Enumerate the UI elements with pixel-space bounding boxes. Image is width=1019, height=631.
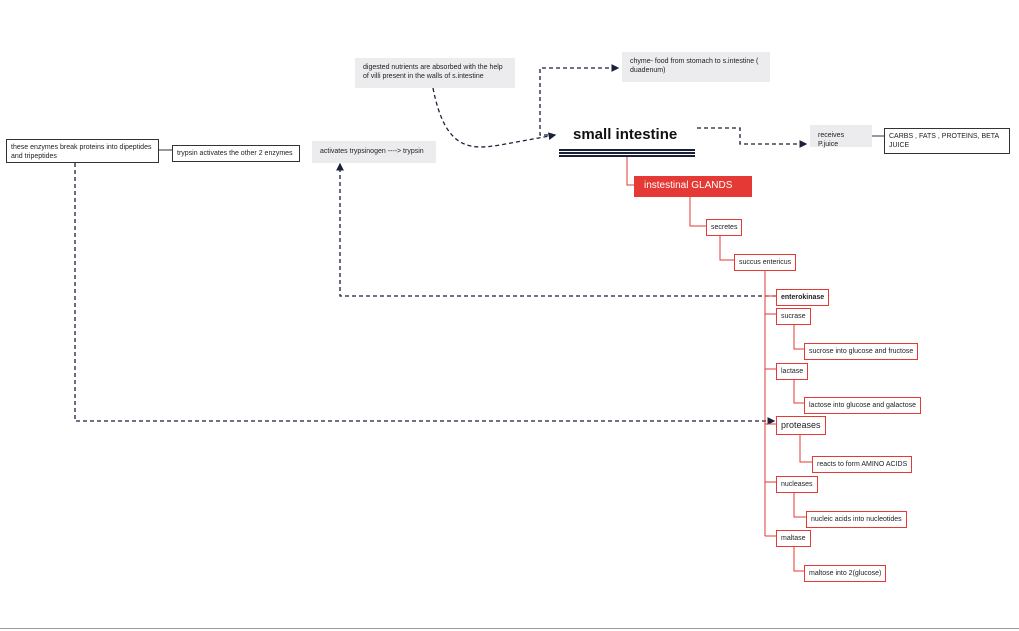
enzyme-detail: maltose into 2(glucose) — [809, 570, 882, 577]
node-detail-sucrase[interactable]: sucrose into glucose and fructose — [804, 343, 919, 360]
central-topic-small-intestine[interactable]: small intestine — [573, 126, 677, 144]
node-enzyme-lactase[interactable]: lactase — [776, 363, 809, 380]
node-detail-proteases[interactable]: reacts to form AMINO ACIDS — [812, 456, 913, 473]
node-intestinal-glands-label: instestinal GLANDS — [644, 180, 733, 191]
node-enzyme-sucrase[interactable]: sucrase — [776, 308, 811, 325]
node-succus-entericus[interactable]: succus entericus — [734, 254, 797, 271]
node-secretes-label: secretes — [711, 224, 738, 231]
connector-title-to-glands — [626, 157, 634, 186]
node-enzyme-maltase[interactable]: maltase — [776, 530, 811, 547]
connector-secretes-to-succus — [719, 235, 734, 261]
node-enzyme-enterokinase[interactable]: enterokinase — [776, 289, 830, 306]
enzyme-detail: nucleic acids into nucleotides — [811, 516, 902, 523]
connector-glands-to-secretes — [689, 197, 706, 227]
enzyme-name: proteases — [781, 420, 821, 430]
node-enzyme-proteases[interactable]: proteases — [776, 416, 826, 435]
connector-title-to-chyme — [539, 64, 620, 136]
node-juice-contents[interactable]: CARBS , FATS , PROTEINS, BETA JUICE — [884, 128, 1010, 154]
connector-break-to-proteases — [74, 163, 776, 425]
central-topic-label: small intestine — [573, 126, 678, 143]
enzyme-detail: reacts to form AMINO ACIDS — [817, 461, 908, 468]
note-chyme-text: chyme- food from stomach to s.intestine … — [630, 58, 759, 74]
enzyme-name: maltase — [781, 535, 806, 542]
connector-enterokinase-to-trypsinogen — [336, 162, 776, 297]
node-enzyme-nucleases[interactable]: nucleases — [776, 476, 818, 493]
node-trypsin-activates[interactable]: trypsin activates the other 2 enzymes — [172, 145, 300, 162]
note-chyme[interactable]: chyme- food from stomach to s.intestine … — [622, 52, 770, 82]
connector-title-to-receives — [697, 127, 808, 148]
enzyme-name: sucrase — [781, 313, 806, 320]
node-trypsin-activates-label: trypsin activates the other 2 enzymes — [177, 150, 293, 157]
node-receives-label: receives P.juice — [818, 132, 845, 148]
connector-digested-to-title — [432, 87, 557, 148]
node-activates-trypsinogen[interactable]: activates trypsinogen ----> trypsin — [312, 141, 436, 163]
node-intestinal-glands[interactable]: instestinal GLANDS — [634, 176, 752, 197]
node-detail-nucleases[interactable]: nucleic acids into nucleotides — [806, 511, 907, 528]
node-detail-maltase[interactable]: maltose into 2(glucose) — [804, 565, 887, 582]
node-break-proteins-label: these enzymes break proteins into dipept… — [11, 144, 152, 160]
node-break-proteins[interactable]: these enzymes break proteins into dipept… — [6, 139, 159, 163]
enzyme-detail: lactose into glucose and galactose — [809, 402, 917, 409]
enzyme-name: lactase — [781, 368, 804, 375]
node-succus-entericus-label: succus entericus — [739, 259, 792, 266]
title-underline — [559, 149, 695, 157]
enzyme-name: enterokinase — [781, 294, 825, 301]
node-detail-lactase[interactable]: lactose into glucose and galactose — [804, 397, 922, 414]
note-digested-text: digested nutrients are absorbed with the… — [363, 64, 503, 80]
node-receives-pjuice[interactable]: receives P.juice — [810, 125, 872, 148]
enzyme-name: nucleases — [781, 481, 813, 488]
note-digested-nutrients[interactable]: digested nutrients are absorbed with the… — [355, 58, 515, 88]
enzyme-detail: sucrose into glucose and fructose — [809, 348, 914, 355]
node-activates-trypsinogen-label: activates trypsinogen ----> trypsin — [320, 148, 424, 155]
bottom-divider — [0, 628, 1019, 629]
node-secretes[interactable]: secretes — [706, 219, 743, 236]
node-juice-contents-label: CARBS , FATS , PROTEINS, BETA JUICE — [889, 133, 999, 149]
